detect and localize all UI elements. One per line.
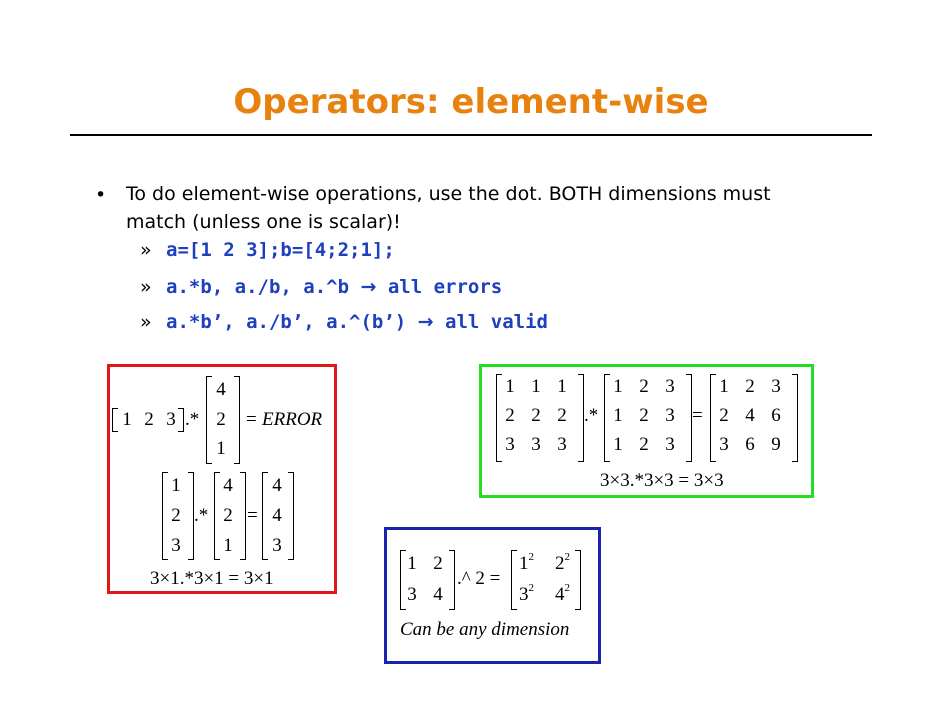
- matrix-cell: 3: [665, 434, 675, 455]
- matrix-cell: 2: [505, 405, 515, 426]
- matrix-cell: 3: [272, 535, 282, 556]
- matrix-cell: 2: [223, 505, 233, 526]
- operator: .^ 2 =: [457, 568, 501, 589]
- matrix-cell: 6: [771, 405, 781, 426]
- operator: .*: [194, 505, 209, 526]
- matrix-cell: 3: [557, 434, 567, 455]
- matrix-cell: 2: [171, 505, 181, 526]
- dimension-label: 3×1.*3×1 = 3×1: [150, 568, 274, 589]
- matrix-cell: 2: [433, 553, 443, 574]
- equals-sign: =: [246, 409, 257, 430]
- matrix-cell: 3: [407, 584, 417, 605]
- matrix-cell: 4: [745, 405, 755, 426]
- bracket-left: [400, 550, 406, 610]
- bullet-text: To do element-wise operations, use the d…: [126, 183, 771, 233]
- dimension-label: 3×3.*3×3 = 3×3: [600, 470, 724, 491]
- matrix-cell: 1: [122, 409, 132, 430]
- bracket-right: [188, 472, 194, 560]
- bracket-right: [578, 374, 584, 462]
- caption: Can be any dimension: [400, 619, 570, 640]
- matrix-cell: 2: [216, 409, 226, 430]
- power-cell: 12: [519, 551, 534, 574]
- bracket-left: [604, 374, 610, 462]
- title-underline: [70, 134, 872, 136]
- power-cell: 32: [519, 582, 534, 605]
- bullet-symbol: •: [95, 184, 107, 206]
- matrix-cell: 2: [745, 376, 755, 397]
- bracket-left: [710, 374, 716, 462]
- subitem-code: a=[1 2 3];b=[4;2;1];: [166, 239, 395, 261]
- bracket-left: [496, 374, 502, 462]
- operator: .*: [185, 409, 200, 430]
- matrix-cell: 2: [557, 405, 567, 426]
- bracket-left: [112, 408, 118, 432]
- bracket-right: [178, 408, 184, 432]
- bracket-right: [449, 550, 455, 610]
- matrix-cell: 1: [407, 553, 417, 574]
- slide-title: Operators: element-wise: [233, 82, 709, 122]
- bracket-right: [234, 376, 240, 464]
- arrow-icon: →: [417, 311, 434, 333]
- operator: .*: [584, 405, 599, 426]
- bracket-left: [511, 550, 517, 610]
- subitem-marker: »: [140, 276, 152, 298]
- bracket-left: [262, 472, 268, 560]
- matrix-cell: 1: [171, 475, 181, 496]
- subitem-marker: »: [140, 239, 152, 261]
- bracket-right: [575, 550, 581, 610]
- matrix-cell: 1: [531, 376, 541, 397]
- bracket-right: [240, 472, 246, 560]
- matrix-cell: 1: [216, 438, 226, 459]
- arrow-icon: →: [360, 276, 377, 298]
- matrix-cell: 1: [613, 376, 623, 397]
- matrix-cell: 2: [639, 376, 649, 397]
- matrix-cell: 4: [433, 584, 443, 605]
- matrix-cell: 2: [639, 405, 649, 426]
- bracket-left: [214, 472, 220, 560]
- matrix-cell: 1: [223, 535, 233, 556]
- power-cell: 42: [555, 582, 570, 605]
- subitem-marker: »: [140, 311, 152, 333]
- equals-sign: =: [247, 505, 258, 526]
- bracket-left: [206, 376, 212, 464]
- matrix-cell: 2: [719, 405, 729, 426]
- equals-sign: =: [692, 405, 703, 426]
- matrix-cell: 4: [216, 379, 226, 400]
- matrix-cell: 6: [745, 434, 755, 455]
- matrix-cell: 1: [505, 376, 515, 397]
- blue-example-box: 1 2 3 4 .^ 2 = 12 22 32 42 Can be any di…: [384, 527, 601, 664]
- matrix-cell: 3: [505, 434, 515, 455]
- bracket-right: [686, 374, 692, 462]
- matrix-cell: 1: [719, 376, 729, 397]
- matrix-cell: 4: [272, 475, 282, 496]
- matrix-cell: 4: [223, 475, 233, 496]
- matrix-cell: 3: [171, 535, 181, 556]
- matrix-cell: 2: [144, 409, 154, 430]
- matrix-cell: 3: [665, 405, 675, 426]
- matrix-cell: 3: [665, 376, 675, 397]
- matrix-cell: 3: [531, 434, 541, 455]
- error-text: ERROR: [262, 409, 323, 430]
- bracket-right: [792, 374, 798, 462]
- power-cell: 22: [555, 551, 570, 574]
- matrix-cell: 2: [639, 434, 649, 455]
- subitem-code: a.*b, a./b, a.^b → all errors: [166, 276, 503, 298]
- bracket-left: [162, 472, 168, 560]
- matrix-cell: 3: [771, 376, 781, 397]
- matrix-cell: 1: [557, 376, 567, 397]
- matrix-cell: 3: [166, 409, 176, 430]
- matrix-cell: 9: [771, 434, 781, 455]
- matrix-cell: 1: [613, 405, 623, 426]
- bracket-right: [288, 472, 294, 560]
- matrix-cell: 2: [531, 405, 541, 426]
- matrix-cell: 4: [272, 505, 282, 526]
- matrix-cell: 1: [613, 434, 623, 455]
- matrix-cell: 3: [719, 434, 729, 455]
- subitem-code: a.*b’, a./b’, a.^(b’) → all valid: [166, 311, 548, 333]
- red-example-box: 1 2 3 .* 4 2 1 = ERROR 1 2 3 .* 4 2 1 = …: [107, 364, 337, 594]
